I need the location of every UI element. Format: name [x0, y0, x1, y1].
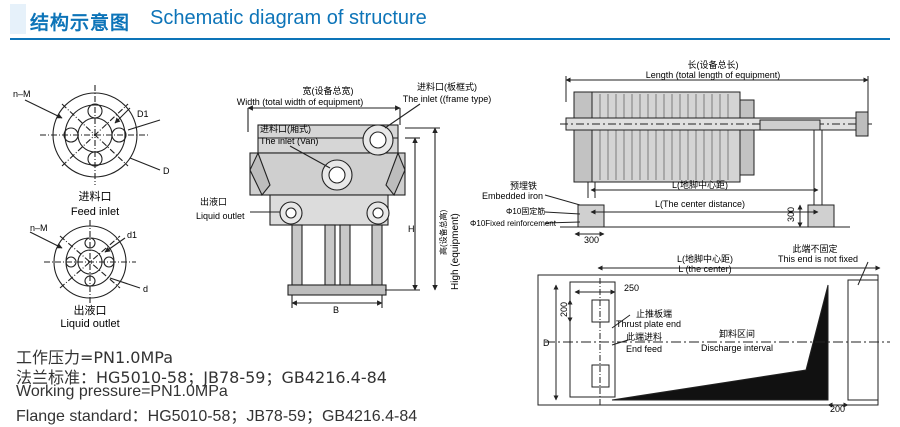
- feed-inlet-d1-label: D1: [137, 109, 149, 119]
- front-high-cn: 高(设备总高): [438, 209, 448, 255]
- plan-dim-200-horizontal: 200: [830, 404, 845, 414]
- spec-flange-cn: 法兰标准：HG5010-58；JB78-59；GB4216.4-84: [16, 368, 387, 387]
- header-accent-block: [10, 4, 26, 34]
- front-van-inlet-en: The inlet (Van): [260, 136, 318, 146]
- plan-feed-en: End feed: [626, 344, 662, 354]
- plan-not-fixed-en: This end is not fixed: [778, 254, 858, 264]
- liquid-outlet-d-label: d: [143, 284, 148, 294]
- title-en: Schematic diagram of structure: [150, 7, 427, 29]
- liquid-outlet-d1-label: d1: [127, 230, 137, 240]
- header-rule: [10, 38, 890, 40]
- side-dim-300-vertical: 300: [786, 207, 796, 222]
- front-frame-inlet-en: The inlet ((frame type): [403, 94, 492, 104]
- feed-inlet-flange: [24, 85, 161, 185]
- front-h-label: H: [408, 224, 415, 234]
- front-outlet-cn: 出液口: [200, 196, 227, 207]
- plan-center-cn: L(地脚中心距): [677, 253, 733, 264]
- spec-pressure-en: Working pressure=PN1.0MPa: [16, 383, 228, 400]
- front-outlet-en: Liquid outlet: [196, 211, 245, 221]
- side-dim-300-horizontal: 300: [584, 235, 599, 245]
- plan-center-en: L (the center): [678, 264, 731, 274]
- feed-inlet-label-cn: 进料口: [79, 189, 112, 203]
- side-view: [544, 76, 875, 237]
- front-frame-inlet-cn: 进料口(板框式): [417, 81, 477, 92]
- liquid-outlet-label-cn: 出液口: [74, 303, 107, 317]
- side-embedded-cn: 预埋铁: [510, 180, 537, 191]
- feed-inlet-d-label: D: [163, 166, 170, 176]
- spec-flange-en: Flange standard：HG5010-58；JB78-59；GB4216…: [16, 408, 418, 425]
- plan-dim-200-vertical: 200: [559, 302, 569, 317]
- plan-feed-cn: 此端进料: [626, 331, 662, 342]
- plan-not-fixed-cn: 此端不固定: [792, 243, 837, 254]
- plan-discharge-en: Discharge interval: [701, 343, 773, 353]
- front-width-en: Width (total width of equipment): [237, 97, 364, 107]
- front-b-label: B: [333, 305, 339, 315]
- liquid-outlet-nm-label: n–M: [30, 223, 48, 233]
- plan-thrust-en: Thrust plate end: [616, 319, 681, 329]
- feed-inlet-label-en: Feed inlet: [71, 206, 119, 218]
- front-van-inlet-cn: 进料口(厢式): [260, 123, 311, 134]
- liquid-outlet-flange: [29, 220, 141, 305]
- side-rebar-en: Φ10Fixed reinforcement: [470, 219, 557, 228]
- front-view: [247, 103, 440, 308]
- plan-dim-250: 250: [624, 283, 639, 293]
- plan-view: [537, 261, 890, 408]
- side-rebar-cn: Φ10固定筋: [506, 206, 545, 216]
- side-length-cn: 长(设备总长): [688, 59, 739, 70]
- front-width-cn: 宽(设备总宽): [303, 85, 354, 96]
- side-embedded-en: Embedded iron: [482, 191, 543, 201]
- front-high-en: High (equipment): [450, 213, 461, 290]
- plan-d-label: D: [543, 338, 550, 348]
- title-cn: 结构示意图: [30, 12, 131, 34]
- liquid-outlet-label-en: Liquid outlet: [60, 318, 119, 330]
- header: 结构示意图 Schematic diagram of structure: [0, 0, 900, 40]
- spec-pressure-cn: 工作压力=PN1.0MPa: [16, 348, 174, 367]
- side-center-cn: L(地脚中心距): [672, 179, 728, 190]
- side-center-en: L(The center distance): [655, 199, 745, 209]
- feed-inlet-nm-label: n–M: [13, 89, 31, 99]
- plan-discharge-cn: 卸料区间: [719, 328, 755, 339]
- plan-thrust-cn: 止推板端: [636, 308, 672, 319]
- side-length-en: Length (total length of equipment): [646, 70, 781, 80]
